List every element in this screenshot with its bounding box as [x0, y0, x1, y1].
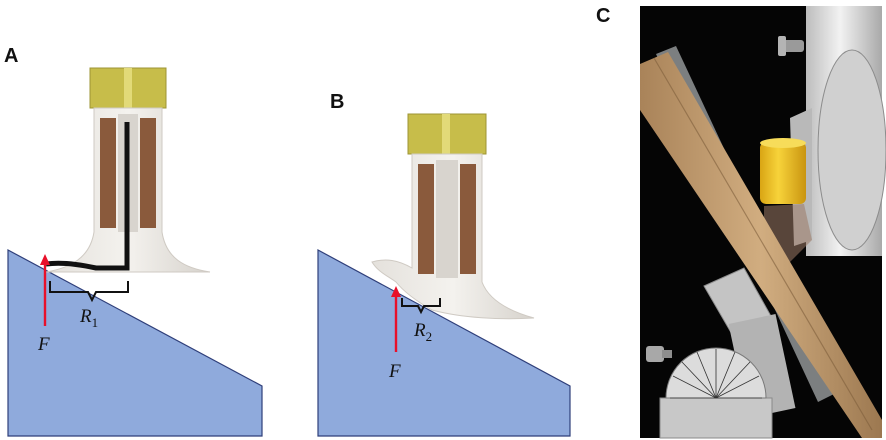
panel-a-radius-label: R1 — [79, 306, 98, 330]
panel-a-force-label: F — [37, 334, 50, 355]
panel-c-plank — [640, 52, 882, 438]
panel-c-knob-shaft — [662, 350, 672, 358]
panel-b-coil-right — [460, 164, 476, 274]
panel-a: A F R1 — [4, 45, 263, 437]
panel-c-label: C — [596, 5, 610, 27]
panel-c-screw-head — [778, 36, 786, 56]
panel-b-label: B — [330, 91, 344, 113]
panel-b-radius-brace — [401, 298, 441, 315]
panel-c-cylinder-face — [817, 49, 886, 251]
panel-c-screw — [782, 40, 804, 52]
panel-b-core — [436, 160, 458, 278]
panel-a-mount-slot — [124, 68, 132, 118]
panel-b-coil-left — [418, 164, 434, 274]
panel-a-wedge — [7, 248, 263, 437]
panel-c-protractor-ticks — [670, 349, 762, 399]
panel-b-force-label: F — [388, 361, 401, 382]
panel-c-knob — [646, 346, 664, 362]
panel-a-label: A — [4, 45, 18, 67]
panel-a-sensor — [45, 67, 211, 273]
panel-c: C — [596, 5, 886, 439]
panel-a-whisker — [45, 122, 130, 271]
panel-b-sensor — [371, 113, 535, 320]
panel-c-spool — [760, 142, 806, 204]
panel-c-funnel — [764, 204, 812, 262]
panel-c-spool-top — [760, 138, 806, 148]
panel-b: B F R2 — [317, 91, 571, 437]
panel-b-radius-label: R2 — [413, 320, 432, 344]
panel-c-photo-content — [640, 6, 886, 439]
panel-c-protractor-base — [659, 397, 773, 439]
panel-a-coil-left — [100, 118, 116, 228]
panel-c-plank-grain — [653, 57, 873, 431]
panel-a-coil-right — [140, 118, 156, 228]
panel-a-force-arrowhead — [40, 254, 50, 265]
panel-b-mount-slot — [442, 114, 450, 162]
panel-b-force-arrowhead — [391, 286, 401, 297]
panel-a-radius-brace — [49, 281, 129, 303]
panel-b-wedge — [317, 248, 571, 437]
